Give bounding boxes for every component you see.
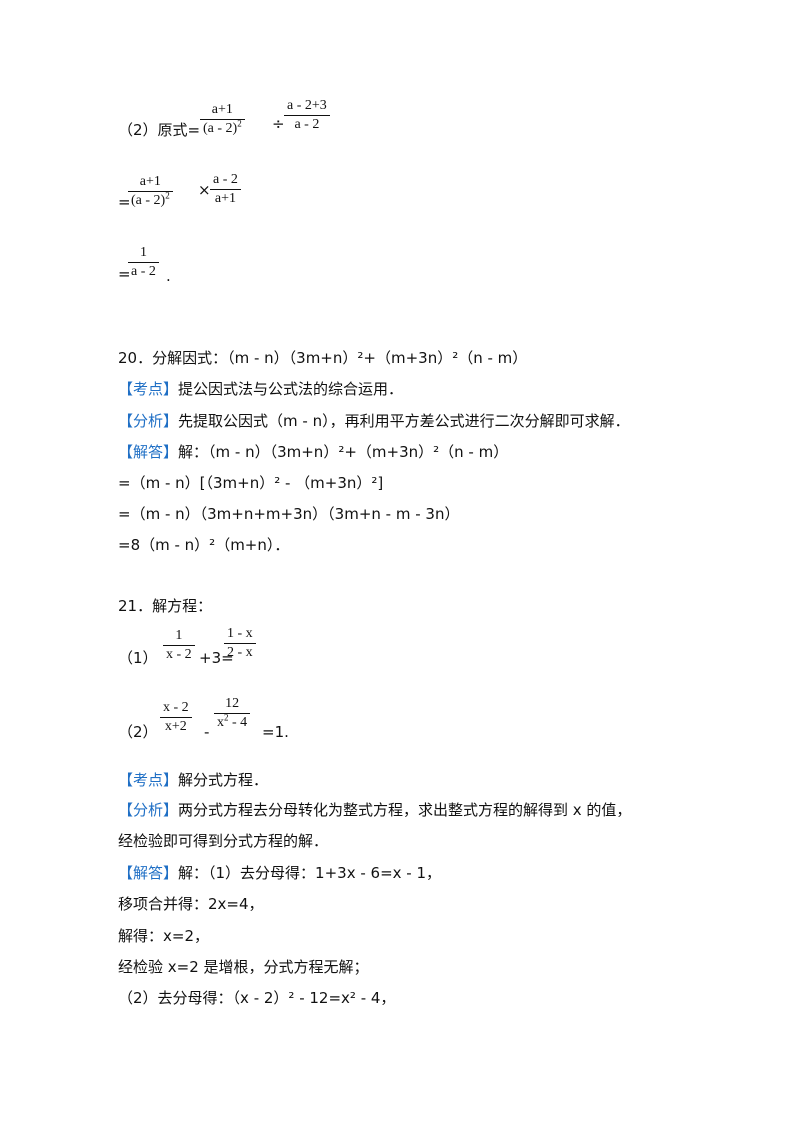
q21-p2-fraction-1: x - 2 x+2	[160, 700, 192, 735]
fraction-1-den: (a - 2)	[203, 121, 238, 136]
q21-p1-f2-den: 2 - x	[227, 645, 253, 660]
period: .	[166, 267, 171, 285]
q21-step-2: 解得：x=2，	[118, 927, 209, 945]
q20-step2: =（m - n）（3m+n+m+3n）（3m+n - m - 3n）	[118, 505, 460, 523]
q21-p2-label: （2）	[118, 723, 158, 741]
q21-p2-f1-num: x - 2	[163, 700, 189, 715]
fraction-3-exp: 2	[165, 190, 170, 201]
q20-fenxi: 【分析】先提取公因式（m - n），再利用平方差公式进行二次分解即可求解．	[118, 411, 630, 431]
q20-fenxi-tag: 【分析】	[118, 412, 179, 430]
q21-p2-fraction-2: 12 x2 - 4	[214, 696, 251, 731]
q20-kaodian: 【考点】提公因式法与公式法的综合运用．	[118, 379, 403, 399]
q21-p1-f2-num: 1 - x	[227, 626, 253, 641]
q20-jieda-text: 解：（m - n）（3m+n）²+（m+3n）²（n - m）	[178, 443, 509, 461]
divide-sign: ÷	[272, 115, 285, 133]
q21-p2-tail: =1.	[262, 723, 289, 741]
q20-kaodian-text: 提公因式法与公式法的综合运用．	[178, 380, 404, 398]
q20-kaodian-tag: 【考点】	[118, 380, 179, 398]
q20-jieda: 【解答】解：（m - n）（3m+n）²+（m+3n）²（n - m）	[118, 442, 508, 462]
fraction-3-den: (a - 2)	[131, 193, 166, 208]
q21-p1-f1-num: 1	[175, 628, 183, 643]
fraction-1-exp: 2	[237, 118, 242, 129]
q21-p1-fraction-2: 1 - x 2 - x	[224, 626, 256, 661]
q21-p1-mid: +3=	[199, 649, 234, 667]
q21-kaodian-text: 解分式方程．	[178, 771, 269, 789]
fraction-1-num: a+1	[211, 102, 233, 117]
q21-kaodian: 【考点】解分式方程．	[118, 770, 268, 790]
fraction-1: a+1 (a - 2)2	[200, 102, 245, 137]
q21-prompt: 21．解方程：	[118, 597, 213, 615]
q20-step3: =8（m - n）²（m+n）．	[118, 536, 290, 554]
fraction-5: 1 a - 2	[128, 245, 159, 280]
q21-p1-label: （1）	[118, 649, 158, 667]
q21-fenxi-text-2: 经检验即可得到分式方程的解．	[118, 832, 329, 850]
equals-sign-2: =	[118, 265, 131, 283]
q21-kaodian-tag: 【考点】	[118, 771, 179, 789]
fraction-4-num: a - 2	[213, 172, 238, 187]
q20-prompt: 20．分解因式：（m - n）（3m+n）²+（m+3n）²（n - m）	[118, 349, 528, 367]
q20-step1: =（m - n）[（3m+n）² - （m+3n）²]	[118, 474, 384, 492]
q21-p2-f2-exp: 2	[224, 712, 229, 723]
q20-jieda-tag: 【解答】	[118, 443, 179, 461]
q21-jieda: 【解答】解：（1）去分母得：1+3x - 6=x - 1，	[118, 863, 441, 883]
fraction-4: a - 2 a+1	[210, 172, 241, 207]
fraction-5-num: 1	[139, 245, 147, 260]
fraction-2: a - 2+3 a - 2	[284, 98, 330, 133]
q21-p2-f2-num: 12	[225, 696, 240, 711]
q21-p2-f2-den-tail: - 4	[228, 715, 248, 730]
q21-p1-fraction-1: 1 x - 2	[163, 628, 195, 663]
fraction-3: a+1 (a - 2)2	[128, 174, 173, 209]
fraction-2-num: a - 2+3	[287, 98, 327, 113]
fraction-4-den: a+1	[214, 191, 236, 206]
fraction-5-den: a - 2	[131, 264, 156, 279]
q21-step-1: 移项合并得：2x=4，	[118, 895, 264, 913]
q21-jieda-tag: 【解答】	[118, 864, 179, 882]
fraction-3-num: a+1	[139, 174, 161, 189]
q21-p2-f1-den: x+2	[164, 719, 187, 734]
q21-jieda-text: 解：（1）去分母得：1+3x - 6=x - 1，	[178, 864, 442, 882]
q21-fenxi-tag: 【分析】	[118, 801, 179, 819]
equals-sign-1: =	[118, 193, 131, 211]
q21-step-3: 经检验 x=2 是增根，分式方程无解；	[118, 958, 369, 976]
q21-fenxi: 【分析】两分式方程去分母转化为整式方程，求出整式方程的解得到 x 的值，	[118, 800, 631, 820]
q21-p1-f1-den: x - 2	[166, 647, 192, 662]
q21-p2-f2-den: x	[217, 715, 224, 730]
q21-fenxi-text-1: 两分式方程去分母转化为整式方程，求出整式方程的解得到 x 的值，	[178, 801, 632, 819]
fraction-2-den: a - 2	[294, 117, 320, 132]
part2-label: （2）原式=	[118, 121, 201, 139]
q21-step-4: （2）去分母得：（x - 2）² - 12=x² - 4，	[118, 989, 396, 1007]
times-sign: ×	[198, 181, 211, 199]
q20-fenxi-text: 先提取公因式（m - n），再利用平方差公式进行二次分解即可求解．	[178, 412, 630, 430]
q21-p2-minus: -	[204, 723, 210, 741]
